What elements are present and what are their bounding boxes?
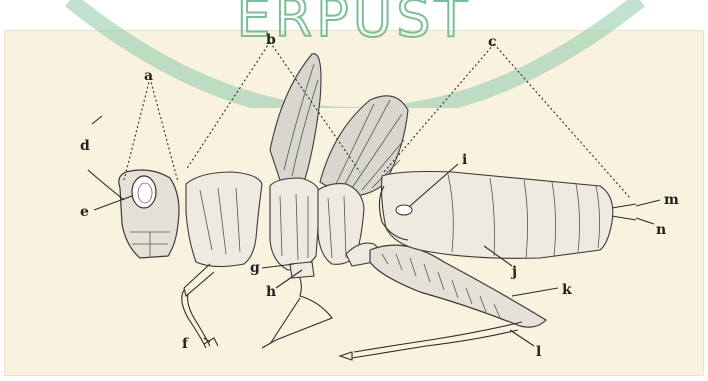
label-g: g (250, 260, 260, 276)
label-k: k (562, 282, 572, 298)
label-a: a (144, 68, 153, 84)
label-e: e (80, 204, 89, 220)
head-part (88, 170, 179, 258)
label-i: i (462, 152, 467, 168)
label-j: j (510, 264, 517, 280)
label-n: n (656, 222, 666, 238)
label-m: m (664, 192, 679, 208)
label-c: c (488, 34, 497, 50)
label-l: l (536, 344, 541, 360)
d-tick (92, 116, 102, 124)
label-b: b (266, 32, 276, 48)
abdomen-part (379, 172, 636, 259)
label-d: d (80, 138, 90, 154)
label-h: h (266, 284, 276, 300)
label-f: f (182, 336, 189, 352)
